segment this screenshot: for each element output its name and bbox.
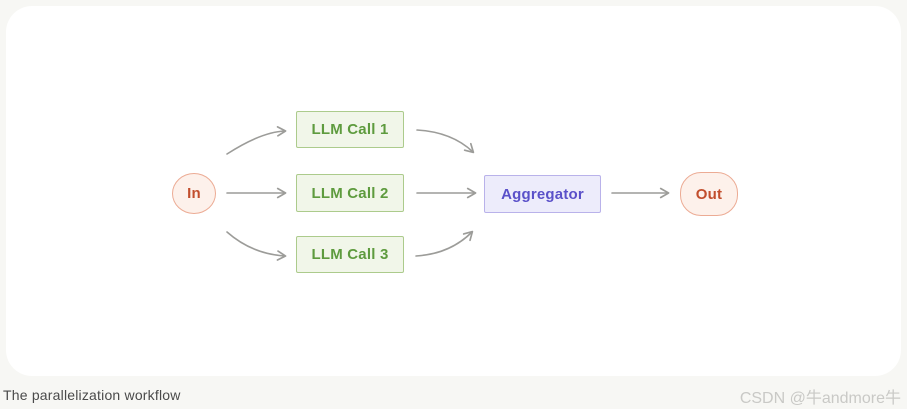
node-llm-call-3: LLM Call 3 [296,236,404,273]
edge-llm-call-3-to-aggregator [415,230,474,257]
node-llm-call-1: LLM Call 1 [296,111,404,148]
node-out: Out [680,172,738,216]
edge-in-to-llm-call-3 [226,231,287,261]
watermark: CSDN @牛andmore牛 [739,390,901,407]
diagram-caption: The parallelization workflow [3,387,181,403]
node-aggregator: Aggregator [484,175,601,213]
node-in: In [172,173,216,214]
edge-in-to-llm-call-1 [226,125,287,155]
node-llm-call-2: LLM Call 2 [296,174,404,212]
edge-llm-call-1-to-aggregator [416,129,475,154]
diagram-canvas [6,6,901,376]
